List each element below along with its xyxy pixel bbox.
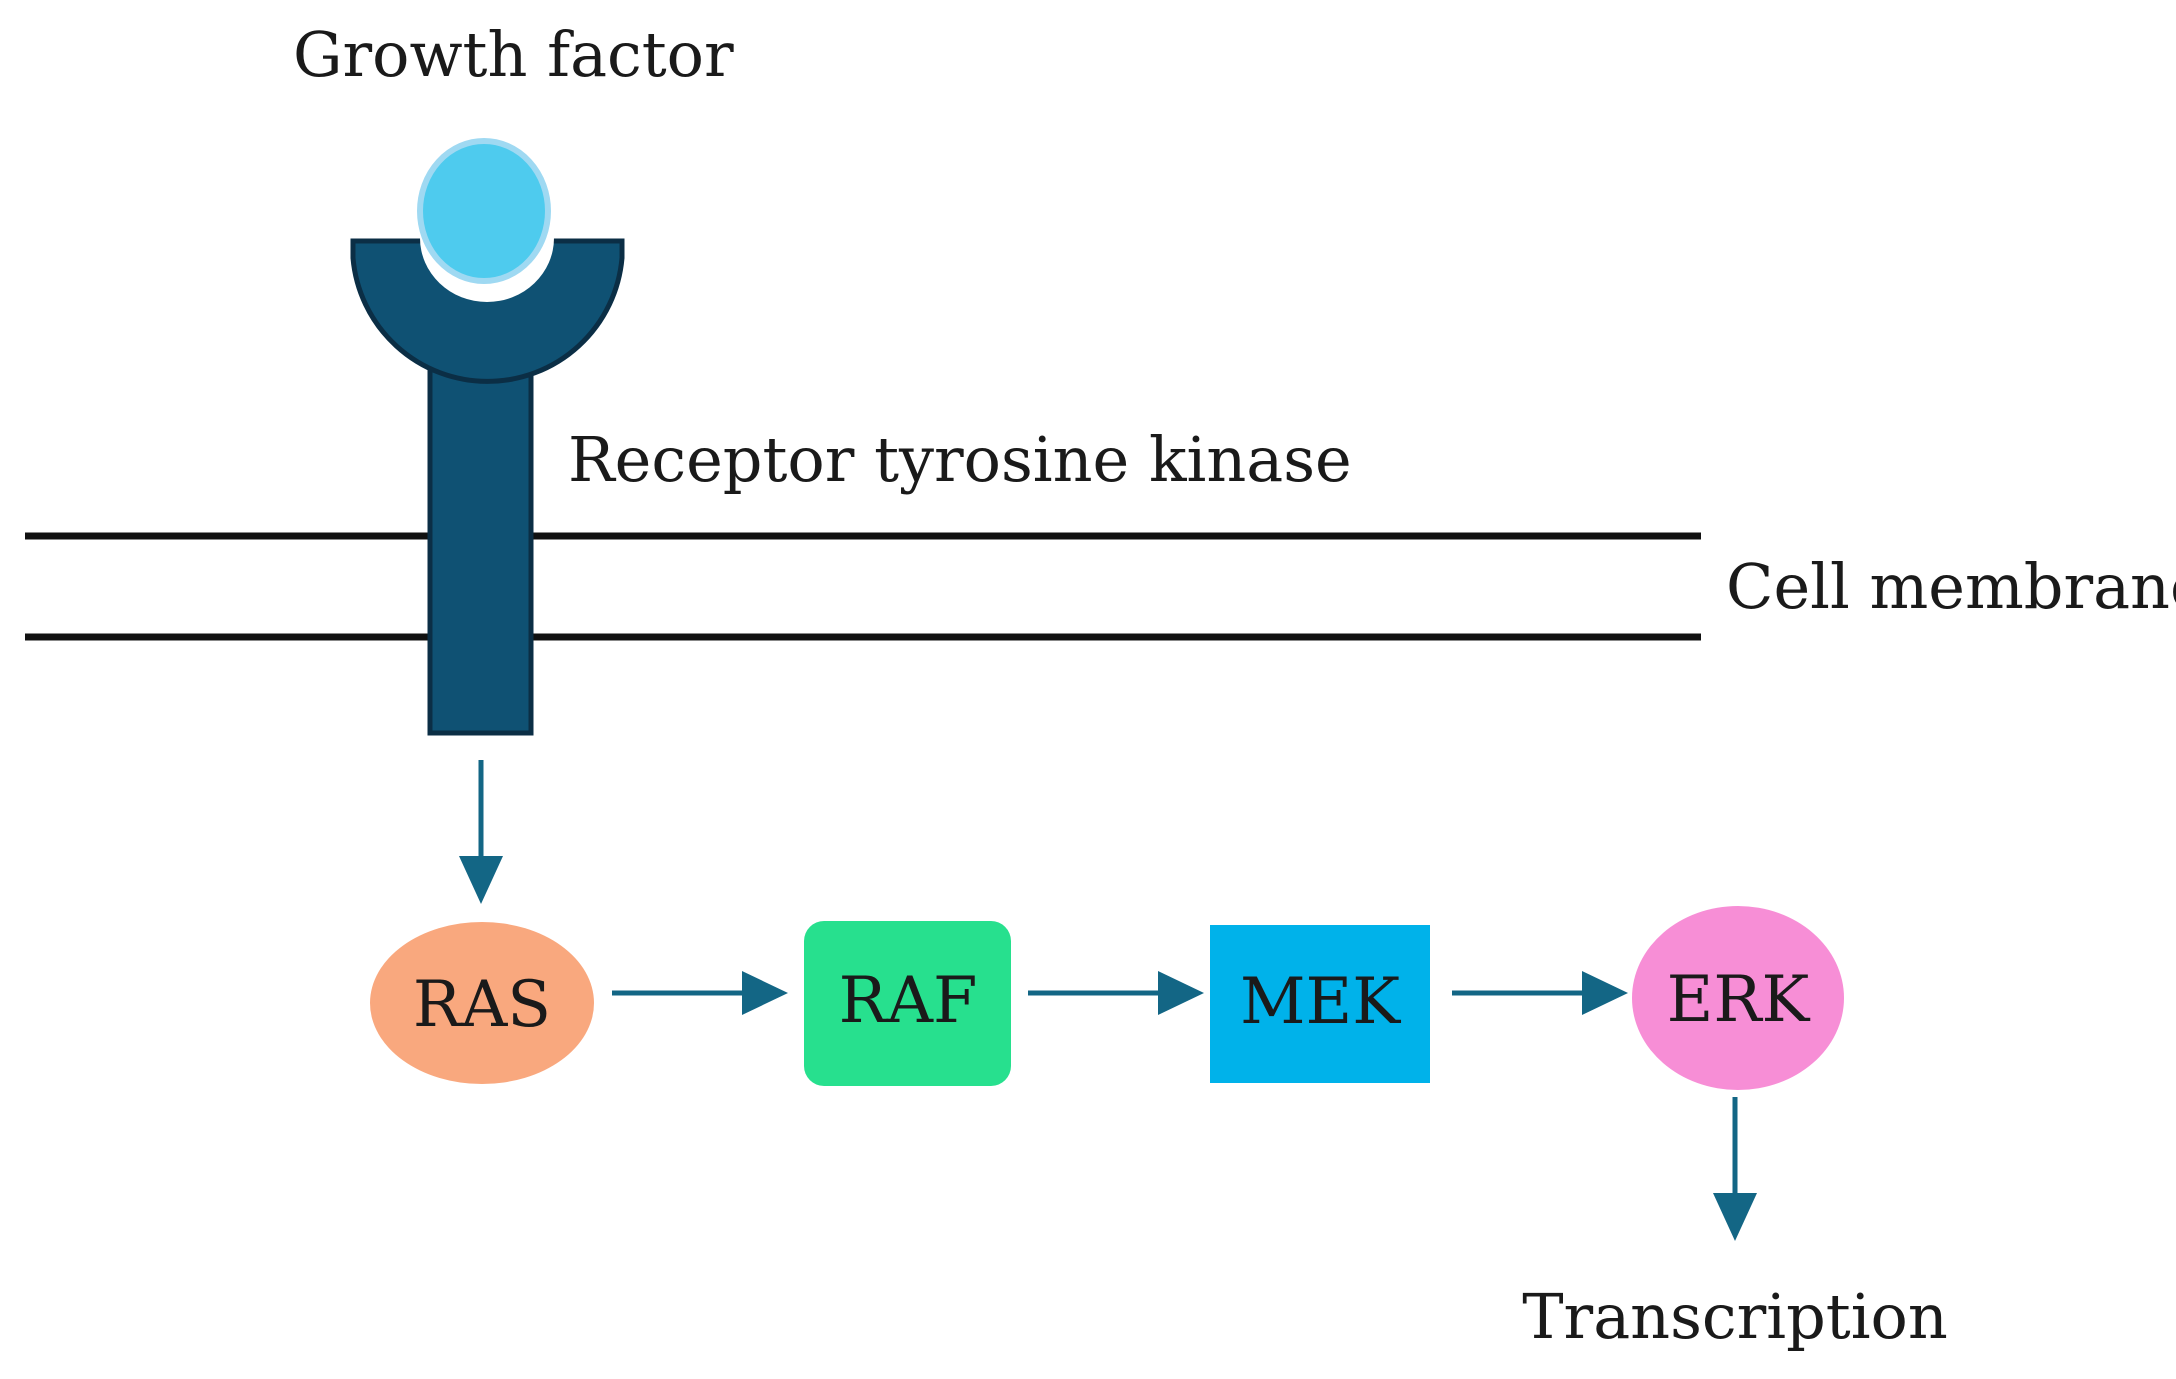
arrow-erk-to-transcription-head <box>1713 1193 1757 1241</box>
node-ras: RAS <box>370 922 594 1084</box>
cell-membrane-label: Cell membrane <box>1726 550 2176 623</box>
raf-label: RAF <box>839 964 978 1038</box>
ras-shape <box>370 922 594 1084</box>
node-erk: ERK <box>1632 906 1844 1090</box>
raf-shape <box>804 921 1011 1086</box>
erk-shape <box>1632 906 1844 1090</box>
growth-factor-label: Growth factor <box>293 18 734 91</box>
ras-label: RAS <box>413 968 551 1042</box>
arrow-raf-to-mek-head <box>1158 971 1204 1015</box>
arrows <box>459 760 1757 1241</box>
receptor-cup <box>350 238 625 384</box>
node-mek: MEK <box>1210 925 1430 1083</box>
arrow-mek-to-erk-head <box>1582 971 1628 1015</box>
growth-factor-ligand <box>417 138 551 284</box>
erk-label: ERK <box>1667 963 1811 1037</box>
transcription-label: Transcription <box>1522 1280 1948 1353</box>
receptor-stem <box>427 352 534 736</box>
receptor-label: Receptor tyrosine kinase <box>568 423 1352 496</box>
arrow-receptor-to-ras-head <box>459 856 503 904</box>
node-raf: RAF <box>804 921 1011 1086</box>
mek-label: MEK <box>1240 965 1401 1039</box>
mek-shape <box>1210 925 1430 1083</box>
arrow-ras-to-raf-head <box>742 971 788 1015</box>
